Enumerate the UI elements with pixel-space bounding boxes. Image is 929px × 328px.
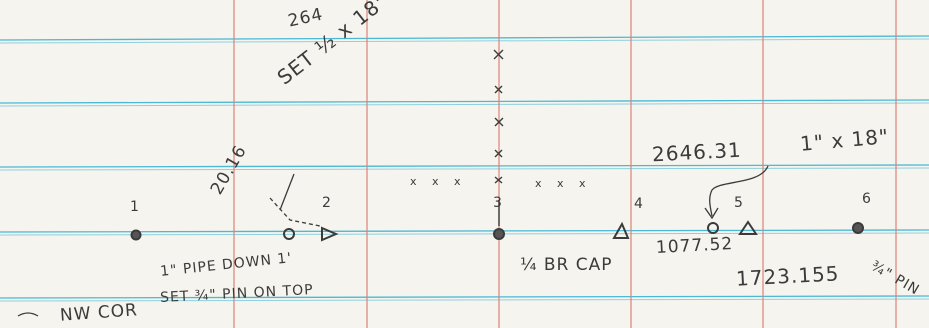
point-4-triangle xyxy=(612,221,630,239)
point-5-marker xyxy=(707,222,719,234)
ruled-line xyxy=(0,229,929,233)
point-6-label: 6 xyxy=(862,191,872,207)
point-2-marker xyxy=(283,228,295,240)
leader-arrowhead xyxy=(704,207,719,220)
x-mark xyxy=(494,117,504,127)
ruled-line xyxy=(0,35,929,41)
x-mark xyxy=(494,149,503,158)
point-3-marker xyxy=(493,228,505,240)
point-3-label: 3 xyxy=(493,195,503,211)
ruled-line-shadow xyxy=(0,102,929,107)
pin-leader-line xyxy=(279,173,295,211)
margin-lines xyxy=(233,0,897,328)
point-1-label: 1 xyxy=(130,199,140,215)
x-mark xyxy=(493,49,504,60)
point-5-triangle xyxy=(738,220,758,235)
x-row-right: x x x xyxy=(535,177,592,190)
point-1-marker xyxy=(130,229,142,241)
x-mark xyxy=(494,85,503,94)
curved-leader xyxy=(709,165,769,217)
point-5-label: 5 xyxy=(734,195,744,211)
x-row-left: x x x xyxy=(410,175,467,188)
dashed-leader xyxy=(269,197,321,227)
distance-1077-52: 1077.52 xyxy=(655,233,734,259)
corner-tick xyxy=(17,312,39,317)
point-4-label: 4 xyxy=(634,196,644,212)
pencil-strokes xyxy=(17,165,769,317)
distance-1723-155: 1723.155 xyxy=(735,261,840,291)
x-mark-column xyxy=(493,49,504,226)
point-2-label: 2 xyxy=(322,195,332,211)
ruled-line-shadow xyxy=(0,167,929,171)
ruled-lines xyxy=(0,35,929,299)
point-6-marker xyxy=(852,222,864,234)
ruled-line xyxy=(0,164,929,168)
ruled-line-shadow xyxy=(0,298,929,302)
br-cap-note: ¼ BR CAP xyxy=(520,255,613,275)
ruled-line xyxy=(0,99,929,104)
point-2-arrow xyxy=(321,226,339,242)
ruled-line-shadow xyxy=(0,232,929,236)
x-mark xyxy=(494,176,503,184)
distance-2646-31: 2646.31 xyxy=(651,137,743,167)
ruled-line-shadow xyxy=(0,38,929,44)
ruled-line xyxy=(0,295,929,299)
survey-points xyxy=(130,220,864,242)
